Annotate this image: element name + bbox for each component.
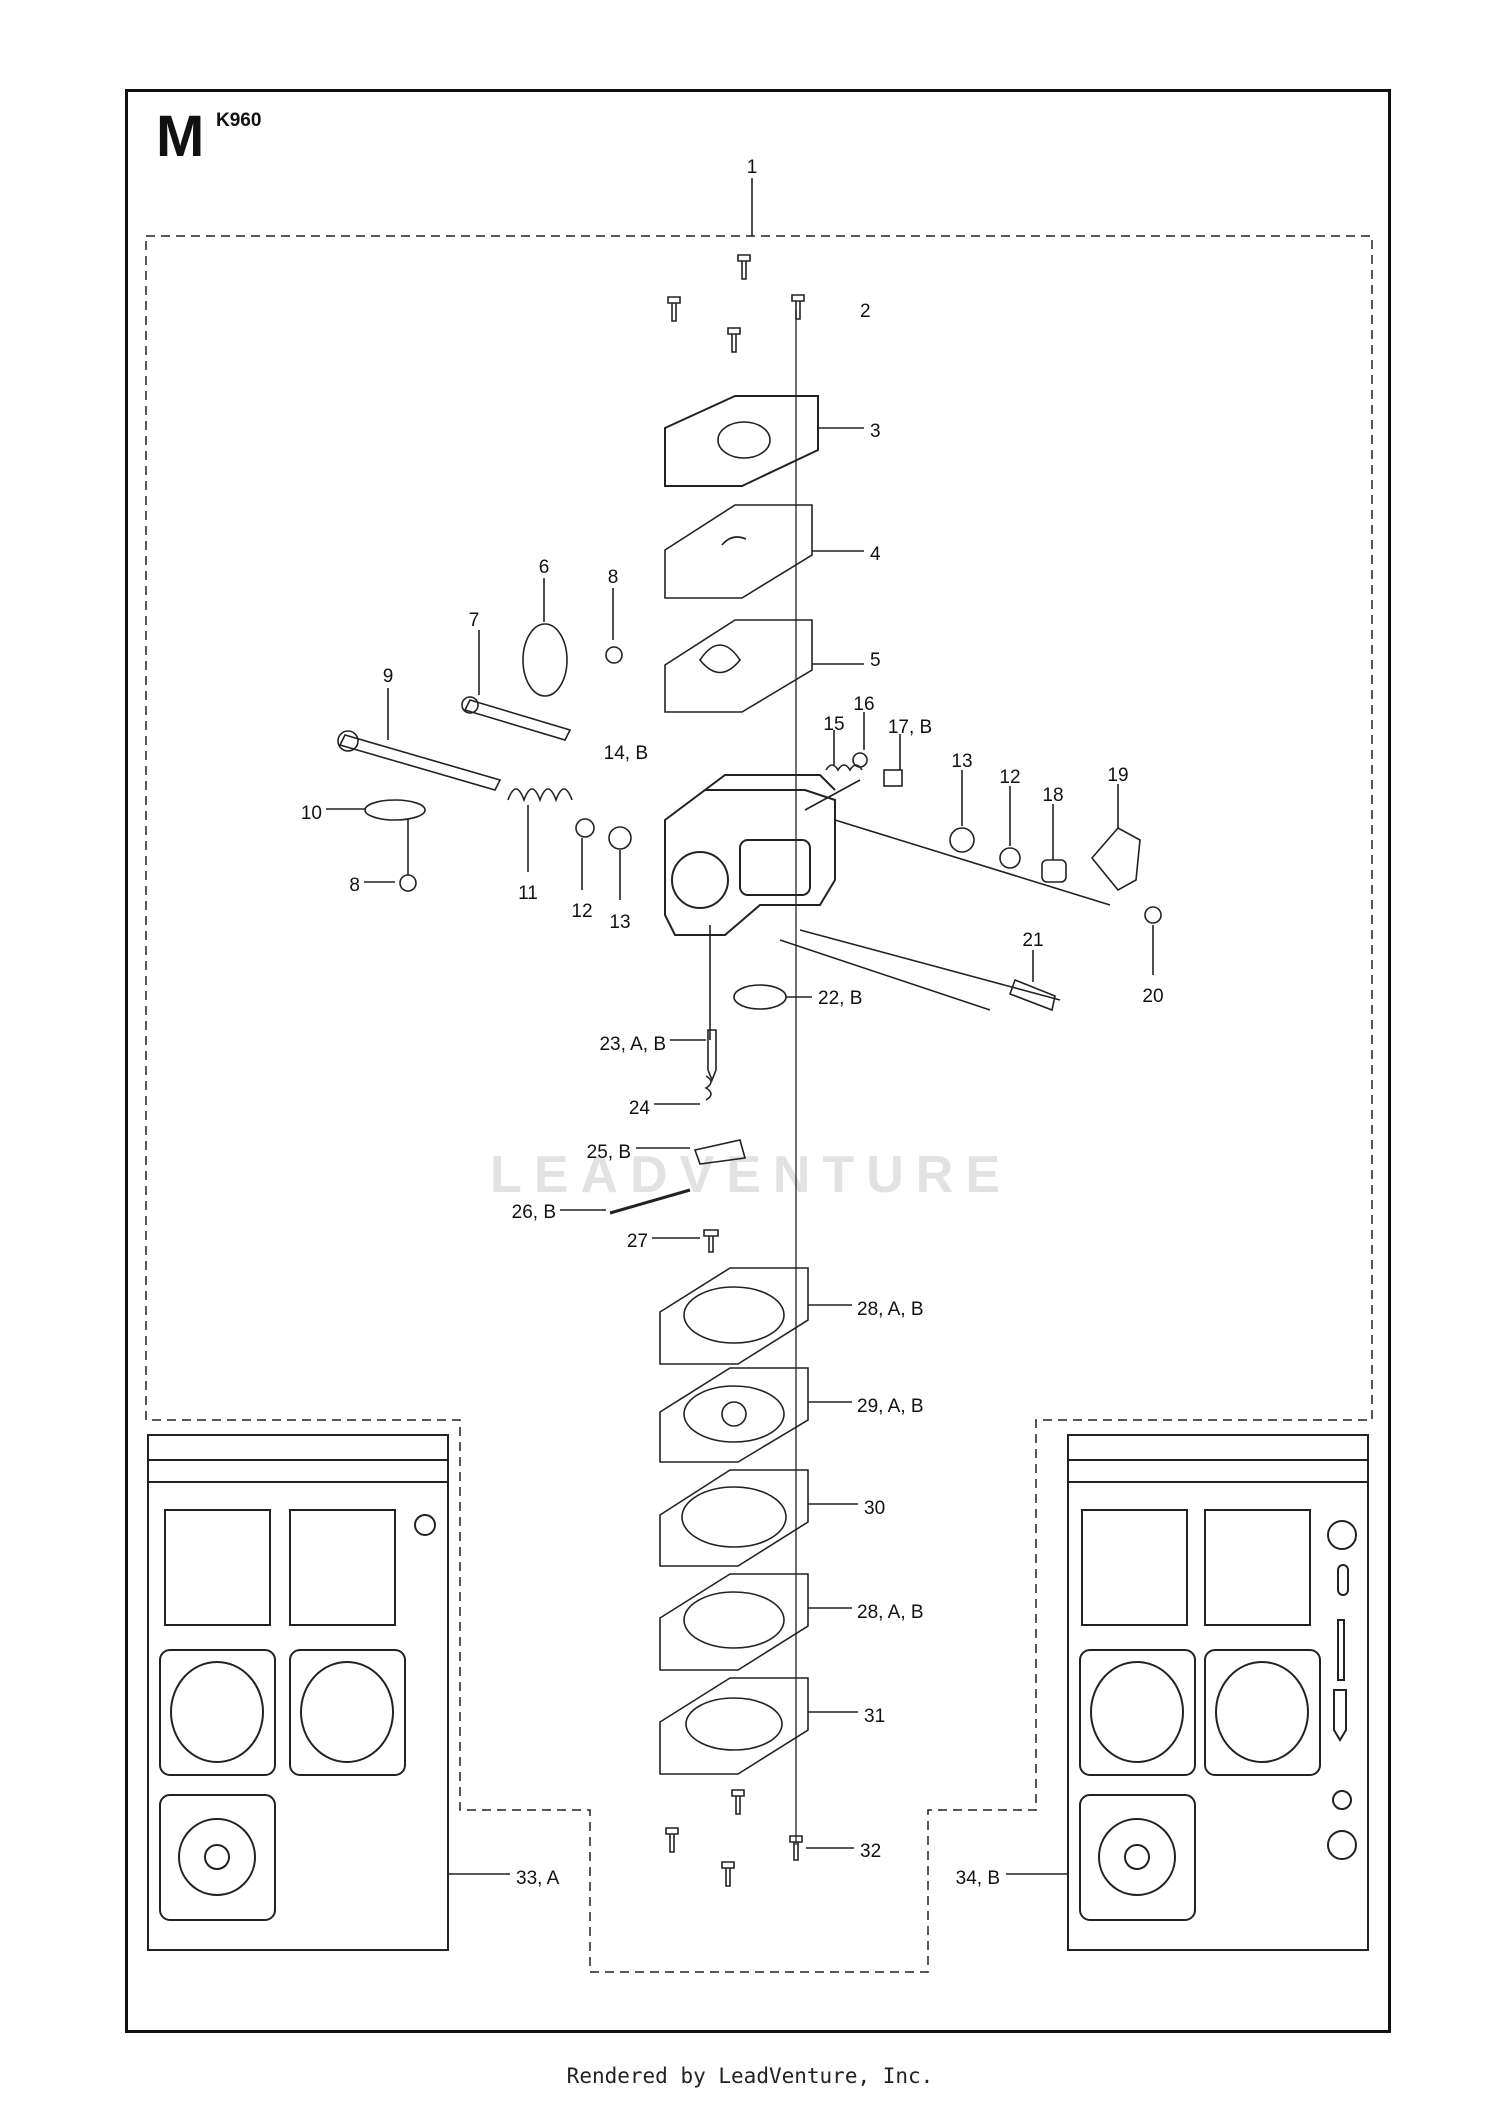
- spring-24: [704, 1075, 712, 1101]
- callout-label: 22, B: [818, 988, 862, 1009]
- kit-box-b: [1067, 1434, 1369, 1951]
- washer-12-left: [575, 818, 595, 838]
- ball-16: [852, 752, 868, 768]
- diaphragm-29: [659, 1367, 809, 1463]
- screw-21: [1008, 978, 1056, 1012]
- callout-label: 28, A, B: [857, 1299, 924, 1320]
- callout-label: 17, B: [888, 717, 932, 738]
- callout-label: 1: [747, 157, 758, 178]
- spring-11: [507, 788, 573, 803]
- lever-25: [693, 1139, 747, 1165]
- callout-label: 32: [860, 1841, 881, 1862]
- screw-group-bottom: [665, 1789, 803, 1887]
- callout-label: 29, A, B: [857, 1396, 924, 1417]
- shaft-9: [337, 730, 502, 791]
- callout-label: 21: [1022, 930, 1043, 951]
- callout-label: 2: [860, 301, 871, 322]
- lever-19: [1090, 826, 1141, 892]
- callout-label: 13: [609, 912, 630, 933]
- callout-label: 12: [571, 901, 592, 922]
- plug-22: [733, 984, 787, 1010]
- callout-label: 4: [870, 544, 881, 565]
- callout-label: 26, B: [512, 1202, 556, 1223]
- callout-label: 6: [539, 557, 550, 578]
- diagram-frame: [125, 89, 1391, 2033]
- gasket-28-top: [659, 1267, 809, 1365]
- shaft-7: [461, 696, 572, 741]
- sheet-letter: M: [156, 104, 205, 169]
- screw-8-top: [605, 646, 623, 664]
- callout-label: 15: [823, 714, 844, 735]
- callout-label: 3: [870, 421, 881, 442]
- cover-31: [659, 1677, 809, 1775]
- disc-6: [522, 623, 568, 697]
- callout-label: 25, B: [587, 1142, 631, 1163]
- part-17: [883, 769, 903, 787]
- callout-label: 24: [629, 1098, 651, 1119]
- callout-label: 33, A: [516, 1868, 560, 1889]
- callout-label: 11: [518, 883, 538, 904]
- gasket-28-bottom: [659, 1573, 809, 1671]
- callout-label: 28, A, B: [857, 1602, 924, 1623]
- pin-26: [609, 1188, 691, 1215]
- callout-label: 30: [864, 1498, 885, 1519]
- callout-label: 12: [999, 767, 1020, 788]
- callout-label: 20: [1142, 986, 1163, 1007]
- callout-label: 34, B: [956, 1868, 1000, 1889]
- callout-label: 31: [864, 1706, 885, 1727]
- callout-label: 23, A, B: [599, 1034, 666, 1055]
- screw-group-top: [667, 254, 805, 353]
- callout-label: 9: [383, 666, 394, 687]
- part-3-cover: [664, 395, 819, 487]
- kit-box-a: [147, 1434, 449, 1951]
- callout-label: 8: [608, 567, 619, 588]
- screw-27: [703, 1229, 719, 1253]
- washer-12-right: [999, 847, 1021, 869]
- callout-label: 14, B: [604, 743, 648, 764]
- screw-20: [1144, 906, 1162, 924]
- callout-label: 5: [870, 650, 881, 671]
- screw-8-bottom: [399, 874, 417, 892]
- gasket-30: [659, 1469, 809, 1567]
- disc-10: [364, 799, 426, 821]
- callout-label: 16: [853, 694, 874, 715]
- callout-label: 27: [627, 1231, 648, 1252]
- seal-13-right: [949, 827, 975, 853]
- part-5-gasket: [664, 619, 813, 713]
- callout-label: 13: [951, 751, 972, 772]
- callout-label: 18: [1042, 785, 1063, 806]
- needle-23: [707, 1029, 717, 1083]
- footer-credit: Rendered by LeadVenture, Inc.: [566, 2064, 934, 2088]
- callout-label: 7: [469, 610, 480, 631]
- kit-outline: [145, 235, 1373, 1973]
- callout-label: 10: [301, 803, 322, 824]
- callout-label: 8: [349, 875, 360, 896]
- carburetor-body: [664, 774, 836, 936]
- seal-13-left: [608, 826, 632, 850]
- model-code: K960: [216, 110, 262, 131]
- part-4-gasket: [664, 504, 813, 599]
- callout-label: 19: [1107, 765, 1128, 786]
- bushing-18: [1041, 859, 1067, 883]
